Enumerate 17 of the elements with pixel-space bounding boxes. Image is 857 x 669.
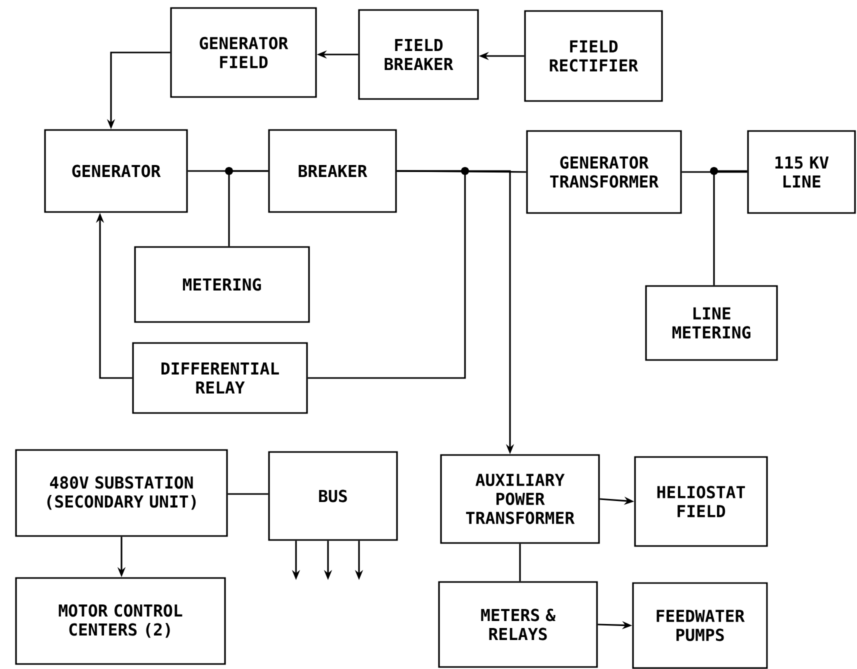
block-box: METERS & RELAYS	[438, 581, 598, 668]
block-box: BUS	[268, 451, 398, 541]
block-box: GENERATOR TRANSFORMER	[526, 130, 682, 214]
block-box: BREAKER	[268, 129, 397, 213]
block-box: AUXILIARY POWER TRANSFORMER	[440, 454, 600, 544]
block-box: LINE METERING	[645, 285, 778, 361]
block-box: HELIOSTAT FIELD	[634, 456, 768, 547]
block-box: MOTOR CONTROL CENTERS (2)	[15, 577, 226, 665]
block-box: FIELD BREAKER	[358, 9, 479, 100]
block-box: GENERATOR FIELD	[170, 7, 317, 98]
block-box: 480V SUBSTATION (SECONDARY UNIT)	[15, 449, 228, 537]
block-box: 115 KV LINE	[747, 130, 856, 214]
block-box: FEEDWATER PUMPS	[632, 582, 768, 669]
block-box: METERING	[134, 246, 310, 323]
block-box: DIFFERENTIAL RELAY	[132, 342, 308, 414]
block-box: FIELD RECTIFIER	[524, 10, 663, 102]
block-box: GENERATOR	[44, 129, 188, 213]
